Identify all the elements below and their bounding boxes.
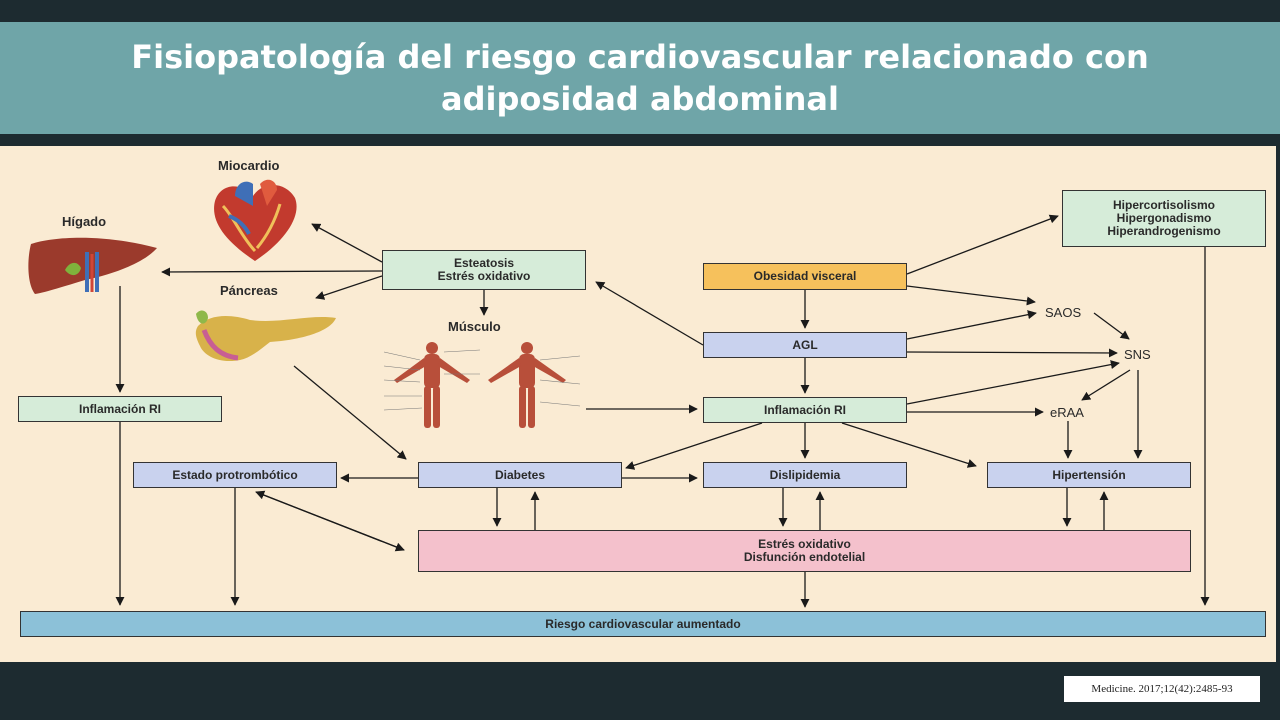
liver-icon xyxy=(28,237,157,294)
arrow-obesidad-hiper xyxy=(906,214,1059,275)
slide-title-bar: Fisiopatología del riesgo cardiovascular… xyxy=(0,22,1280,134)
node-estres-line-1: Estrés oxidativo xyxy=(758,537,851,551)
arrow-esteatosis-miocardio xyxy=(311,223,383,263)
arrow-estres-protrombotico xyxy=(255,490,405,551)
arrow-sns-eraa xyxy=(1081,369,1131,401)
arrow-esteatosis-pancreas xyxy=(315,275,383,300)
node-saos: SAOS xyxy=(1045,305,1082,320)
node-estres-line-2: Disfunción endotelial xyxy=(743,550,866,564)
node-sns: SNS xyxy=(1124,347,1151,362)
organ-label-musculo: Músculo xyxy=(448,319,501,334)
arrow-agl-esteatosis xyxy=(595,281,704,346)
node-hipertension: Hipertensión xyxy=(987,462,1191,488)
node-obesidad-visceral: Obesidad visceral xyxy=(703,263,907,290)
node-eraa: eRAA xyxy=(1050,405,1084,420)
arrow-inflamacion-sns xyxy=(906,360,1120,405)
node-inflamacion-ri-center: Inflamación RI xyxy=(703,397,907,423)
arrow-esteatosis-higado xyxy=(161,267,383,277)
pancreas-icon xyxy=(195,310,336,362)
node-estado-protrombotico-label: Estado protrombótico xyxy=(172,467,298,482)
arrow-inflamacion-hipertension xyxy=(841,422,977,468)
node-diabetes: Diabetes xyxy=(418,462,622,488)
heart-icon xyxy=(214,179,297,261)
node-riesgo-cardiovascular: Riesgo cardiovascular aumentado xyxy=(20,611,1266,637)
node-obesidad-label: Obesidad visceral xyxy=(753,269,857,283)
arrows-layer xyxy=(115,214,1210,608)
diagram-panel: Miocardio Hígado Páncreas Músculo Esteat… xyxy=(0,146,1276,662)
arrow-saos-sns xyxy=(1093,312,1130,340)
node-hiper-line-2: Hipergonadismo xyxy=(1116,211,1212,225)
node-esteatosis: Esteatosis Estrés oxidativo xyxy=(382,250,586,290)
organ-label-miocardio: Miocardio xyxy=(218,158,280,173)
organ-label-higado: Hígado xyxy=(62,214,107,229)
node-hiper-line-3: Hiperandrogenismo xyxy=(1107,224,1221,238)
arrow-agl-saos xyxy=(906,310,1037,340)
muscle-figures-icon xyxy=(383,342,581,428)
node-hiper-line-1: Hipercortisolismo xyxy=(1112,198,1216,212)
node-agl-label: AGL xyxy=(792,337,818,352)
slide-title-line-2: adiposidad abdominal xyxy=(441,80,839,118)
node-diabetes-label: Diabetes xyxy=(494,467,546,482)
node-riesgo-label: Riesgo cardiovascular aumentado xyxy=(545,616,741,631)
node-agl: AGL xyxy=(703,332,907,358)
arrow-agl-sns xyxy=(906,348,1118,358)
node-dislipidemia: Dislipidemia xyxy=(703,462,907,488)
node-inflamacion-ri-center-label: Inflamación RI xyxy=(763,402,846,417)
node-dislipidemia-label: Dislipidemia xyxy=(769,467,841,482)
node-esteatosis-line-2: Estrés oxidativo xyxy=(437,269,531,283)
node-inflamacion-ri-left: Inflamación RI xyxy=(18,396,222,422)
citation: Medicine. 2017;12(42):2485-93 xyxy=(1064,676,1260,702)
arrow-inflamacion-diabetes xyxy=(625,422,763,470)
arrow-pancreas-diabetes xyxy=(293,365,407,460)
node-esteatosis-line-1: Esteatosis xyxy=(453,256,515,270)
node-hipertension-label: Hipertensión xyxy=(1052,467,1126,482)
node-estres-oxidativo: Estrés oxidativo Disfunción endotelial xyxy=(418,530,1191,572)
node-inflamacion-ri-left-label: Inflamación RI xyxy=(78,401,161,416)
arrow-obesidad-saos xyxy=(906,285,1036,306)
organ-label-pancreas: Páncreas xyxy=(220,283,278,298)
node-estado-protrombotico: Estado protrombótico xyxy=(133,462,337,488)
slide-title-line-1: Fisiopatología del riesgo cardiovascular… xyxy=(131,38,1149,76)
node-hipercortisolismo: Hipercortisolismo Hipergonadismo Hiperan… xyxy=(1062,190,1266,247)
